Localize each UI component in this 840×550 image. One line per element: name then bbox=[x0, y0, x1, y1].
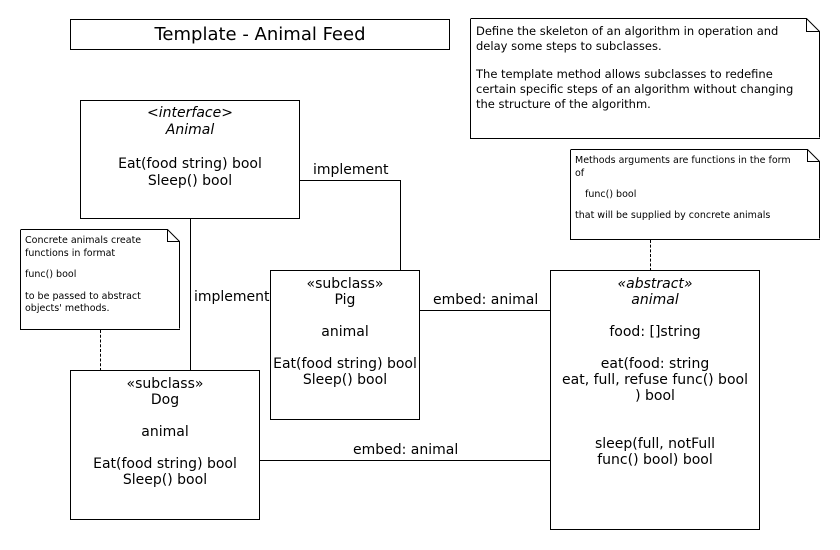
implement-connector-dog bbox=[190, 219, 191, 371]
abstract-animal-box: «abstract» animal food: []string eat(foo… bbox=[550, 270, 760, 530]
concrete-note-line: to be passed to abstract bbox=[25, 290, 141, 302]
abstract-field: food: []string bbox=[609, 324, 701, 340]
concrete-note-line: func() bool bbox=[25, 269, 77, 280]
methods-note-connector bbox=[650, 240, 651, 271]
description-line: delay some steps to subclasses. bbox=[476, 39, 662, 53]
implement-label: implement bbox=[194, 289, 270, 305]
description-line: Define the skeleton of an algorithm in o… bbox=[476, 24, 779, 38]
concrete-note-connector bbox=[100, 330, 101, 371]
interface-stereotype: <interface> bbox=[147, 105, 233, 121]
implement-connector-pig bbox=[300, 180, 400, 181]
abstract-method: sleep(full, notFull bbox=[594, 436, 716, 452]
concrete-note-line: Concrete animals create bbox=[25, 235, 142, 246]
abstract-method: func() bool) bool bbox=[597, 452, 713, 468]
concrete-note-line: functions in format bbox=[25, 247, 116, 259]
methods-note-line: that will be supplied by concrete animal… bbox=[575, 210, 771, 221]
description-note: Define the skeleton of an algorithm in o… bbox=[470, 18, 820, 139]
concrete-note-line: objects' methods. bbox=[25, 303, 110, 314]
abstract-method: eat, full, refuse func() bool bbox=[562, 372, 748, 388]
implement-connector-pig bbox=[400, 180, 401, 271]
abstract-method: eat(food: string bbox=[600, 356, 710, 372]
methods-note: Methods arguments are functions in the f… bbox=[570, 149, 820, 240]
note-fold-icon bbox=[470, 18, 820, 138]
pig-field: animal bbox=[321, 324, 369, 340]
pig-stereotype: «subclass» bbox=[306, 276, 384, 292]
interface-name: Animal bbox=[165, 122, 215, 138]
interface-animal-box: <interface> Animal Eat(food string) bool… bbox=[80, 100, 300, 219]
note-fold-icon bbox=[570, 149, 820, 239]
description-line: the structure of the algorithm. bbox=[476, 97, 651, 111]
pig-method: Eat(food string) bool bbox=[273, 356, 417, 372]
diagram-title: Template - Animal Feed bbox=[154, 24, 366, 45]
pig-method: Sleep() bool bbox=[302, 372, 388, 388]
abstract-method: ) bool bbox=[635, 388, 675, 404]
dog-stereotype: «subclass» bbox=[126, 376, 204, 392]
concrete-note: Concrete animals create functions in for… bbox=[20, 229, 180, 330]
interface-method: Eat(food string) bool bbox=[118, 156, 262, 172]
implement-label: implement bbox=[313, 162, 389, 178]
embed-label: embed: animal bbox=[433, 292, 539, 308]
embed-connector-dog bbox=[260, 460, 551, 461]
methods-note-line: of bbox=[575, 168, 585, 179]
description-line: certain specific steps of an algorithm w… bbox=[476, 82, 794, 96]
title-box: Template - Animal Feed bbox=[70, 19, 450, 50]
pig-class-box: «subclass» Pig animal Eat(food string) b… bbox=[270, 270, 420, 420]
abstract-name: animal bbox=[631, 292, 679, 308]
interface-method: Sleep() bool bbox=[147, 173, 233, 189]
dog-field: animal bbox=[141, 424, 189, 440]
methods-note-line: Methods arguments are functions in the f… bbox=[575, 155, 791, 166]
pig-name: Pig bbox=[334, 292, 356, 308]
description-line: The template method allows subclasses to… bbox=[476, 67, 773, 81]
dog-method: Sleep() bool bbox=[122, 472, 208, 488]
embed-label: embed: animal bbox=[353, 442, 459, 458]
methods-note-line: func() bool bbox=[585, 189, 637, 200]
abstract-stereotype: «abstract» bbox=[617, 276, 693, 292]
embed-connector-pig bbox=[420, 310, 551, 311]
dog-class-box: «subclass» Dog animal Eat(food string) b… bbox=[70, 370, 260, 520]
dog-name: Dog bbox=[150, 392, 180, 408]
dog-method: Eat(food string) bool bbox=[93, 456, 237, 472]
note-fold-icon bbox=[20, 229, 180, 329]
